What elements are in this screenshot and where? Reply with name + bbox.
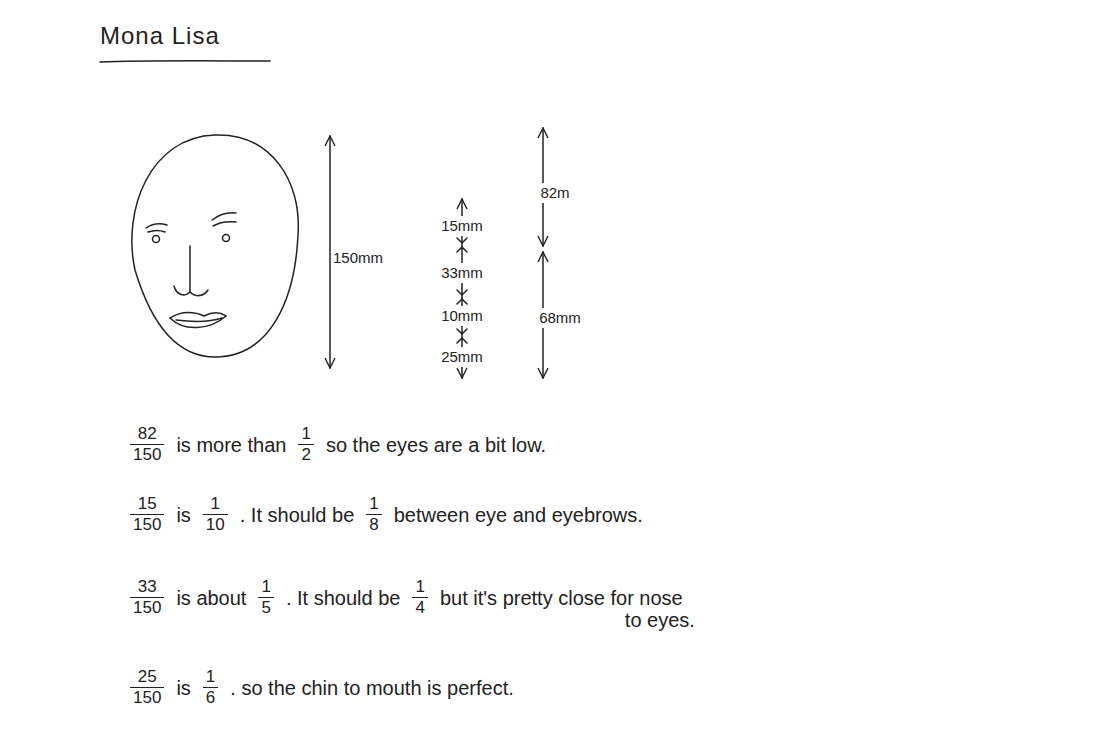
note-text: . It should be	[286, 587, 401, 609]
numerator: 82	[130, 424, 164, 445]
eyebrow	[212, 213, 236, 220]
numerator: 1	[203, 494, 228, 515]
denominator: 10	[203, 515, 228, 535]
fraction: 82150	[130, 424, 164, 465]
dimension-label: 15mm	[439, 216, 485, 236]
mouth	[176, 318, 222, 321]
note-text: but it's pretty close for nose to eyes.	[440, 587, 695, 631]
dimension-label: 33mm	[439, 263, 485, 283]
eyebrow	[148, 231, 165, 233]
eyebrow	[146, 224, 167, 228]
dimension-label: 25mm	[439, 347, 485, 367]
title: Mona Lisa	[100, 22, 220, 50]
nose	[174, 286, 208, 296]
denominator: 2	[298, 445, 313, 465]
note-line: 15150is110. It should be18between eye an…	[130, 494, 643, 535]
denominator: 150	[130, 598, 164, 618]
fraction: 12	[298, 424, 313, 465]
numerator: 25	[130, 667, 164, 688]
note-text: . so the chin to mouth is perfect.	[230, 677, 513, 699]
fraction: 14	[412, 577, 427, 618]
note-line: 25150 is 16 . so the chin to mouth is perfe…	[130, 667, 514, 708]
note-line: 82150 is more than 12 so the eyes are a bit…	[130, 424, 546, 465]
fraction: 110	[203, 494, 228, 535]
note-text: between eye and eyebrows.	[394, 504, 643, 526]
note-text: is	[176, 504, 190, 526]
fraction: 25150	[130, 667, 164, 708]
mouth	[170, 313, 226, 319]
mouth	[170, 316, 226, 328]
numerator: 15	[130, 494, 164, 515]
title-underline	[100, 61, 270, 62]
dimension-tick	[457, 238, 467, 343]
numerator: 1	[366, 494, 381, 515]
eye	[223, 235, 230, 242]
dimension-label: 82m	[538, 183, 571, 203]
numerator: 33	[130, 577, 164, 598]
fraction: 18	[366, 494, 381, 535]
note-text: so the eyes are a bit low.	[326, 434, 546, 456]
fraction: 15150	[130, 494, 164, 535]
denominator: 8	[366, 515, 381, 535]
numerator: 1	[203, 667, 218, 688]
fraction: 15	[258, 577, 273, 618]
note-text: . It should be	[240, 504, 355, 526]
nose	[189, 246, 191, 292]
note-text: is more than	[176, 434, 286, 456]
fraction: 16	[203, 667, 218, 708]
dimension-label: 10mm	[439, 306, 485, 326]
denominator: 150	[130, 515, 164, 535]
numerator: 1	[258, 577, 273, 598]
face-outline	[132, 135, 298, 357]
numerator: 1	[298, 424, 313, 445]
denominator: 6	[203, 688, 218, 708]
eye	[153, 236, 160, 243]
denominator: 150	[130, 445, 164, 465]
fraction: 33150	[130, 577, 164, 618]
dimension-label: 68mm	[537, 308, 583, 328]
eyebrow	[213, 222, 236, 226]
note-text: is about	[176, 587, 246, 609]
denominator: 150	[130, 688, 164, 708]
denominator: 5	[258, 598, 273, 618]
denominator: 4	[412, 598, 427, 618]
note-text: is	[176, 677, 190, 699]
dimension-label: 150mm	[331, 248, 385, 268]
note-line: 33150is about15. It should be14but it's …	[130, 577, 695, 631]
numerator: 1	[412, 577, 427, 598]
